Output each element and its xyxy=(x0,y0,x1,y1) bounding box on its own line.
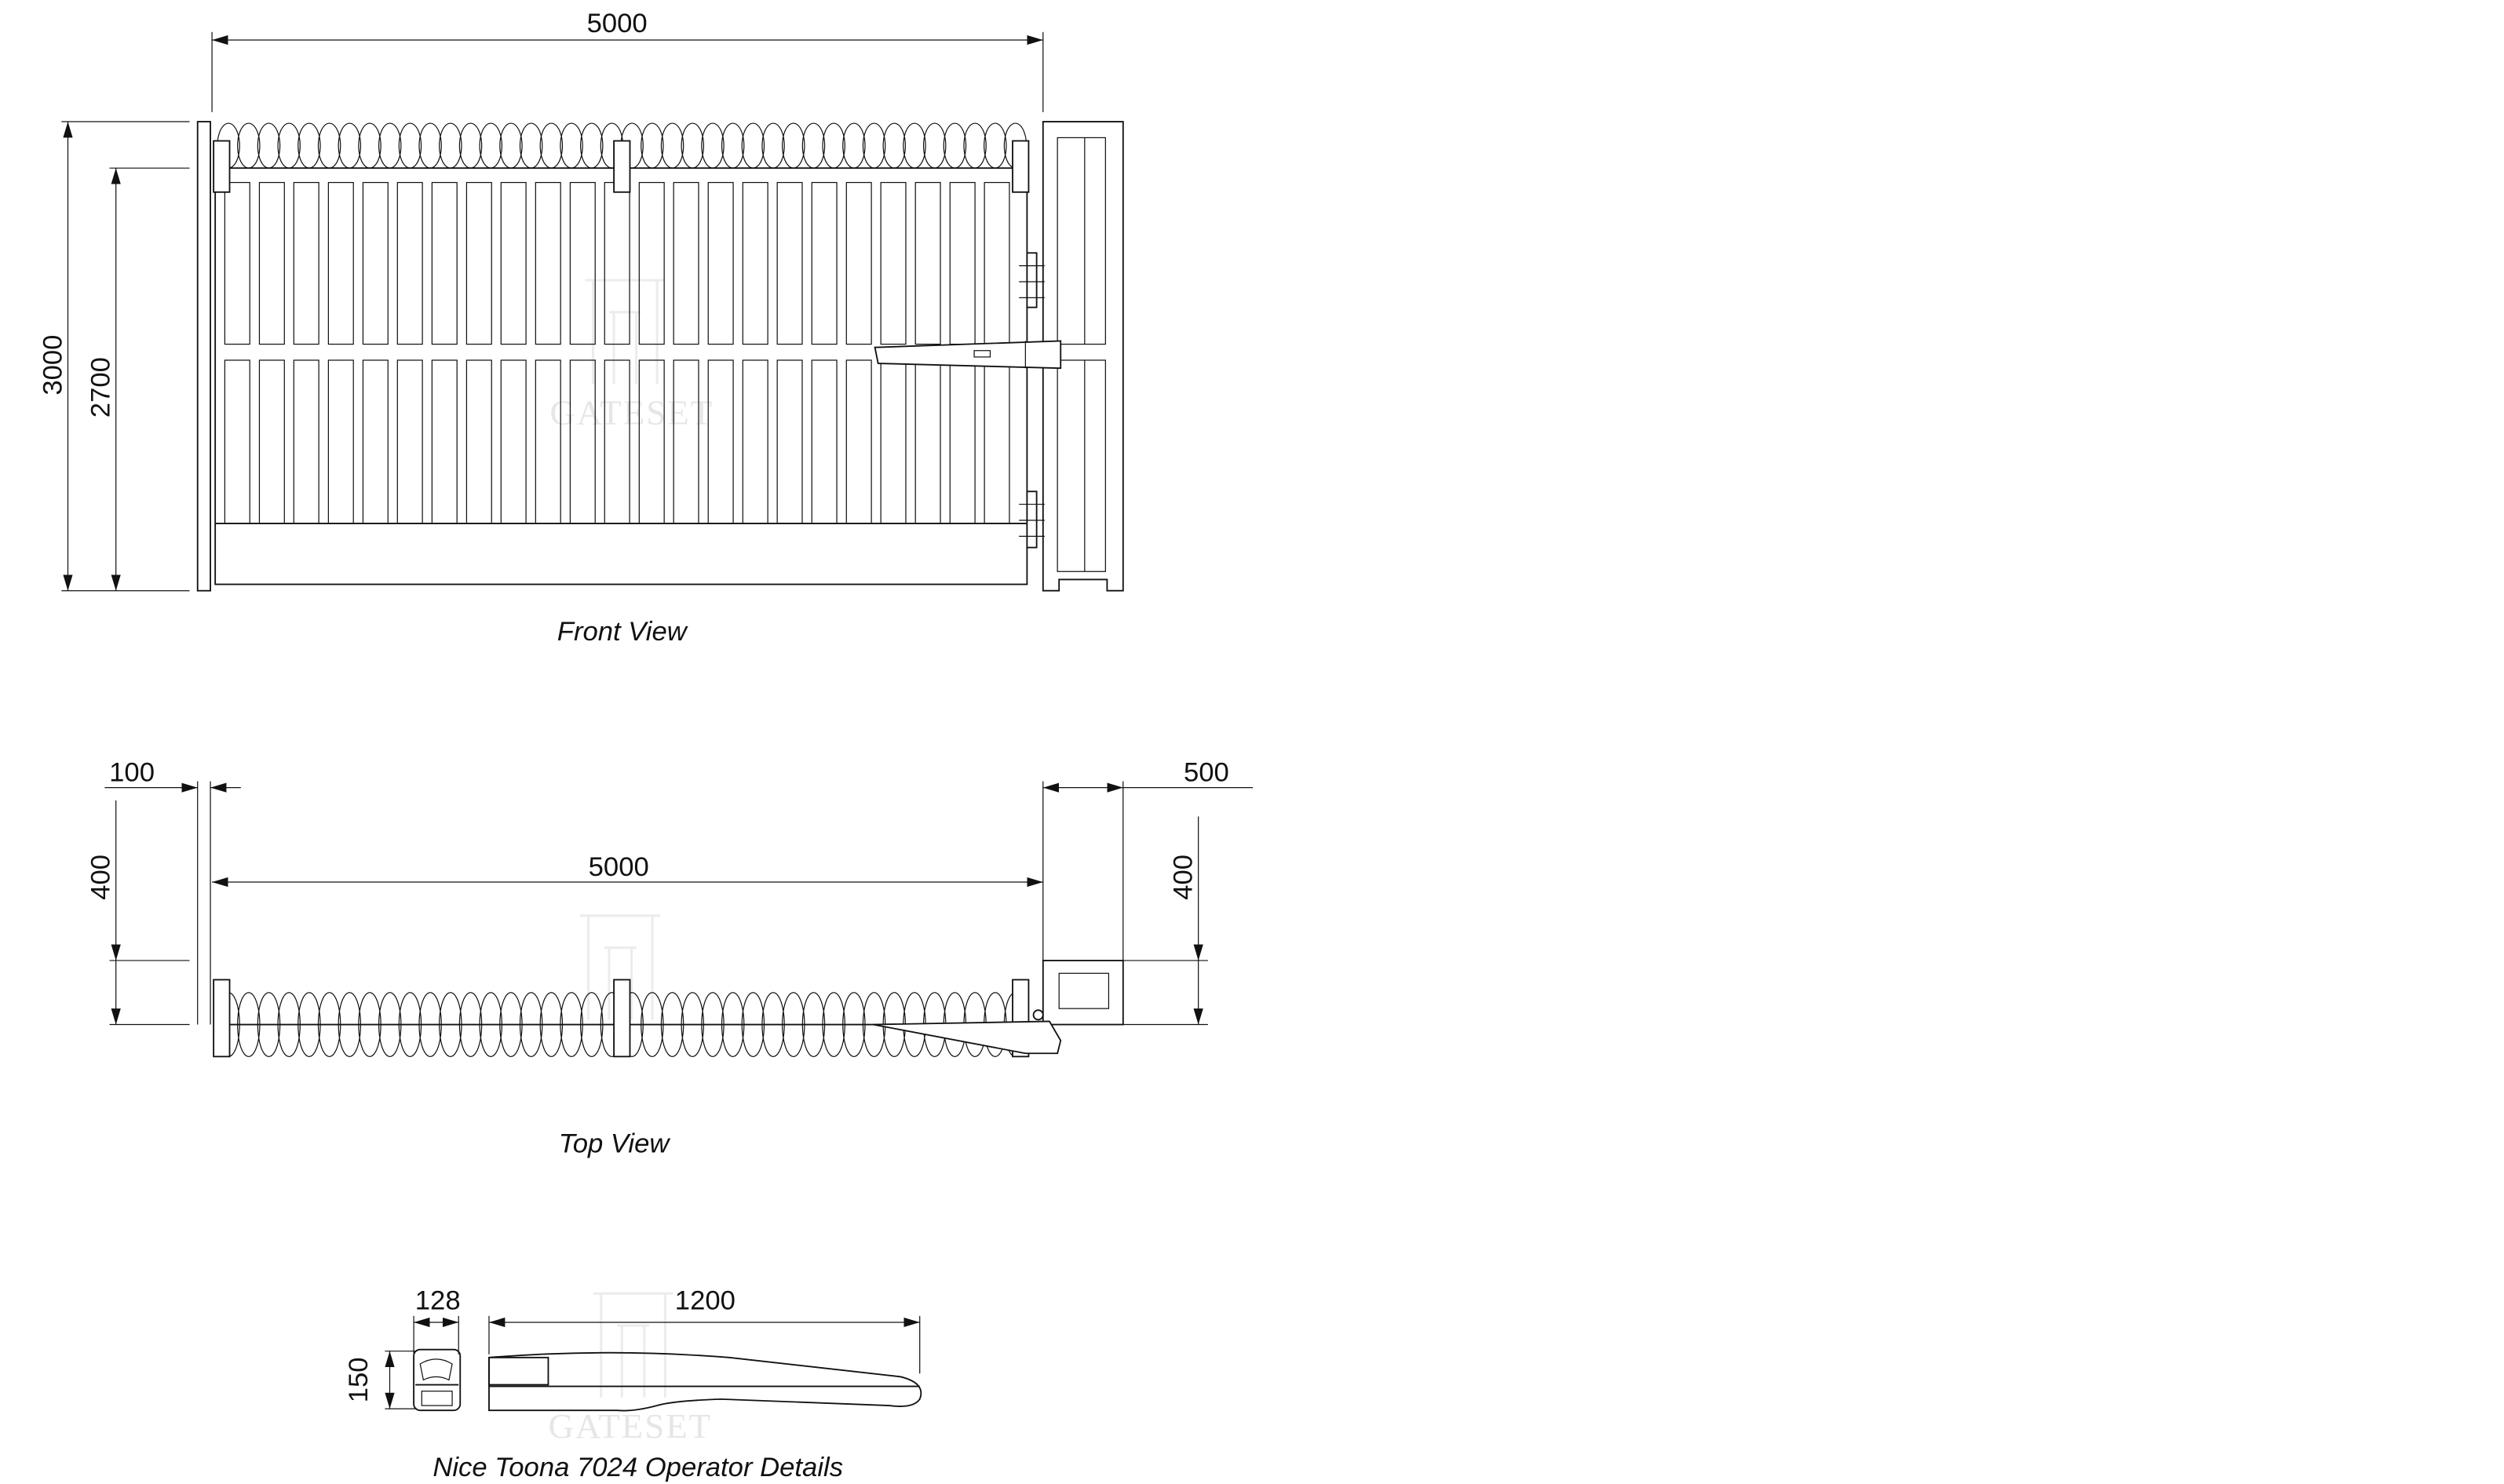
left-post xyxy=(196,121,211,592)
top-width-dimension: 5000 xyxy=(212,781,1044,961)
coil-bracket xyxy=(1012,140,1030,193)
coil-bracket xyxy=(213,979,231,1058)
coil-bracket xyxy=(613,140,631,193)
picket xyxy=(327,359,354,524)
svg-text:GATESET: GATESET xyxy=(549,393,714,432)
picket xyxy=(500,359,527,524)
picket xyxy=(224,181,250,345)
front-view-caption: Front View xyxy=(557,617,688,647)
picket xyxy=(914,359,941,524)
top-view-caption: Top View xyxy=(559,1129,671,1159)
operator-arm-front xyxy=(874,340,1062,370)
operator-caption: Nice Toona 7024 Operator Details xyxy=(433,1453,843,1482)
front-total-height-label: 3000 xyxy=(38,335,68,396)
top-width-label: 5000 xyxy=(589,852,649,882)
picket xyxy=(465,181,492,345)
operator-width-label: 128 xyxy=(415,1286,461,1316)
picket xyxy=(396,359,423,524)
left-depth-dimension: 400 xyxy=(86,800,190,1026)
picket xyxy=(845,359,872,524)
coil-bracket xyxy=(613,979,631,1058)
picket xyxy=(500,181,527,345)
hinge-bottom xyxy=(1019,490,1045,549)
picket xyxy=(431,359,458,524)
right-post-plan xyxy=(1042,960,1124,1026)
front-height-dimensions: 3000 2700 xyxy=(38,121,190,592)
right-depth-label: 400 xyxy=(1169,855,1199,900)
operator-width-dimension: 128 xyxy=(413,1286,461,1355)
picket xyxy=(258,359,285,524)
picket xyxy=(880,181,907,345)
operator-arm-top xyxy=(873,1009,1062,1055)
front-view: 5000 3000 2700 xyxy=(38,9,1124,647)
picket xyxy=(569,181,596,345)
picket xyxy=(638,359,665,524)
picket xyxy=(396,181,423,345)
picket xyxy=(811,181,838,345)
operator-end-view xyxy=(413,1348,462,1412)
right-post-width-dimension: 500 xyxy=(1042,757,1254,961)
right-post xyxy=(1042,121,1124,592)
picket xyxy=(914,181,941,345)
picket xyxy=(638,181,665,345)
right-post-width-label: 500 xyxy=(1184,757,1229,787)
gate-frame xyxy=(214,167,1028,585)
picket xyxy=(293,359,319,524)
picket xyxy=(742,181,768,345)
picket xyxy=(362,359,389,524)
picket xyxy=(673,359,699,524)
operator-height-label: 150 xyxy=(344,1357,374,1402)
hinge-top xyxy=(1019,252,1045,308)
picket xyxy=(949,181,976,345)
picket xyxy=(258,181,285,345)
picket xyxy=(569,359,596,524)
picket xyxy=(465,359,492,524)
picket xyxy=(327,181,354,345)
picket xyxy=(949,359,976,524)
svg-text:GATESET: GATESET xyxy=(548,1406,712,1446)
operator-side-view xyxy=(488,1351,922,1412)
picket xyxy=(707,359,734,524)
picket xyxy=(362,181,389,345)
picket xyxy=(224,359,250,524)
left-depth-label: 400 xyxy=(86,855,116,900)
operator-length-dimension: 1200 xyxy=(488,1286,921,1374)
picket xyxy=(707,181,734,345)
right-depth-dimension: 400 xyxy=(1122,816,1208,1026)
coil-bracket xyxy=(213,140,231,193)
operator-details: 128 150 1200 Nice Toona 7024 Operator De… xyxy=(344,1286,922,1482)
picket xyxy=(431,181,458,345)
picket xyxy=(776,359,803,524)
watermark-logo: GATESET GATESET xyxy=(548,279,714,1446)
picket xyxy=(535,359,561,524)
picket xyxy=(293,181,319,345)
right-post-inner xyxy=(1058,972,1110,1009)
picket xyxy=(880,359,907,524)
pickets xyxy=(224,181,1010,524)
top-view: 100 5000 500 400 400 xyxy=(86,757,1254,1159)
picket xyxy=(984,181,1010,345)
left-post-width-dimension: 100 xyxy=(104,757,241,1025)
front-gate-height-label: 2700 xyxy=(86,357,116,417)
picket xyxy=(742,359,768,524)
picket xyxy=(604,181,630,345)
picket xyxy=(535,181,561,345)
picket xyxy=(604,359,630,524)
picket xyxy=(811,359,838,524)
front-width-label: 5000 xyxy=(587,9,648,38)
picket xyxy=(776,181,803,345)
picket xyxy=(845,181,872,345)
front-width-dimension: 5000 xyxy=(211,9,1044,112)
left-post-width-label: 100 xyxy=(109,757,155,787)
picket xyxy=(673,181,699,345)
operator-height-dimension: 150 xyxy=(344,1351,418,1409)
operator-length-label: 1200 xyxy=(675,1286,736,1316)
picket xyxy=(984,359,1010,524)
